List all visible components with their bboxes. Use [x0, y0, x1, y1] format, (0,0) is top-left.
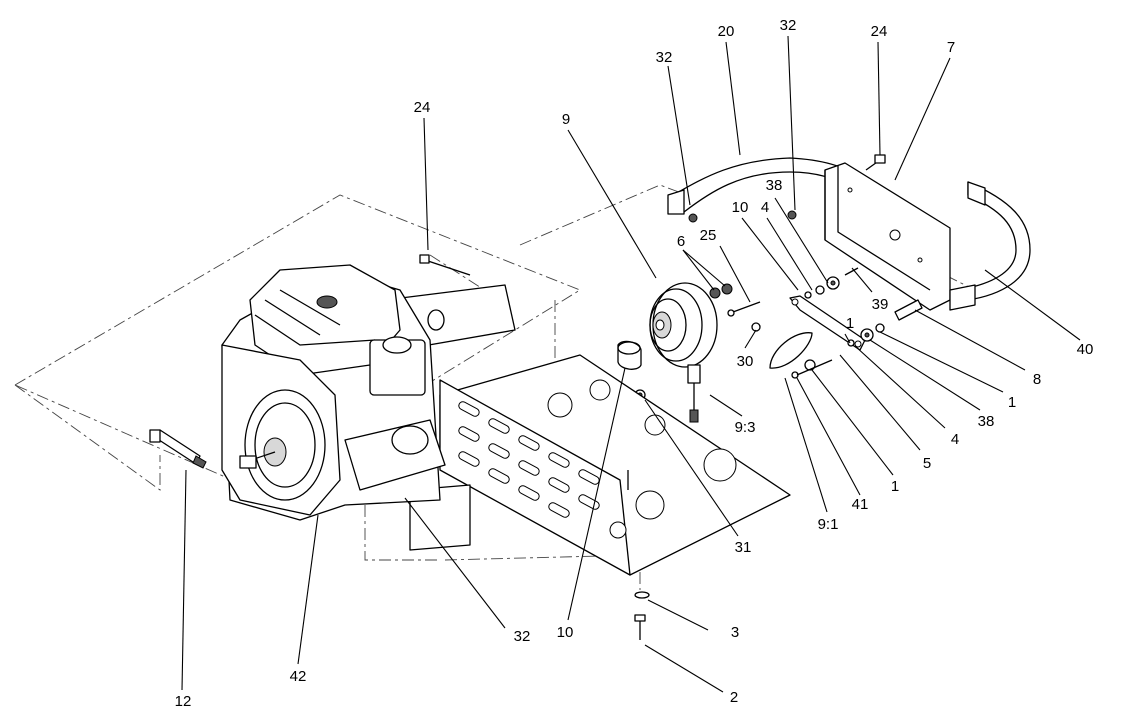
callout-label: 20: [718, 23, 735, 40]
callout-label: 6: [677, 233, 685, 250]
callout-label: 2: [730, 689, 738, 706]
mounting-bracket: [824, 162, 951, 311]
callout-label: 25: [700, 227, 717, 244]
callout-label: 38: [978, 413, 995, 430]
leader-lines: [181, 35, 1081, 693]
callout-label: 30: [737, 353, 754, 370]
callout-label: 1: [1008, 394, 1016, 411]
callout-label: 9:3: [735, 419, 756, 436]
callout-label: 40: [1077, 341, 1094, 358]
callout-label: 32: [780, 17, 797, 34]
engine: [221, 264, 516, 551]
callout-label: 10: [732, 199, 749, 216]
belt-guard-right: [949, 181, 1031, 311]
callout-label: 1: [891, 478, 899, 495]
callout-label: 10: [557, 624, 574, 641]
callout-label: 32: [656, 49, 673, 66]
callout-label: 32: [514, 628, 531, 645]
callout-label: 4: [951, 431, 959, 448]
callout-label: 1: [846, 315, 854, 332]
callout-label: 42: [290, 668, 307, 685]
callout-label: 24: [414, 99, 431, 116]
callout-label: 9:1: [818, 516, 839, 533]
callout-label: 4: [761, 199, 769, 216]
callout-label: 12: [175, 693, 192, 710]
callout-label: 8: [1033, 371, 1041, 388]
callout-label: 9: [562, 111, 570, 128]
callout-label: 3: [731, 624, 739, 641]
electric-clutch: [617, 282, 718, 423]
callout-label: 39: [872, 296, 889, 313]
callout-label: 5: [923, 455, 931, 472]
callout-label: 38: [766, 177, 783, 194]
callout-labels: 32 20 32 24 7 24 9 38 10 4 6 25 39 1 40 …: [175, 17, 1094, 710]
callout-label: 31: [735, 539, 752, 556]
callout-label: 24: [871, 23, 888, 40]
callout-label: 7: [947, 39, 955, 56]
callout-label: 41: [852, 496, 869, 513]
oil-drain-fitting: [149, 429, 207, 469]
